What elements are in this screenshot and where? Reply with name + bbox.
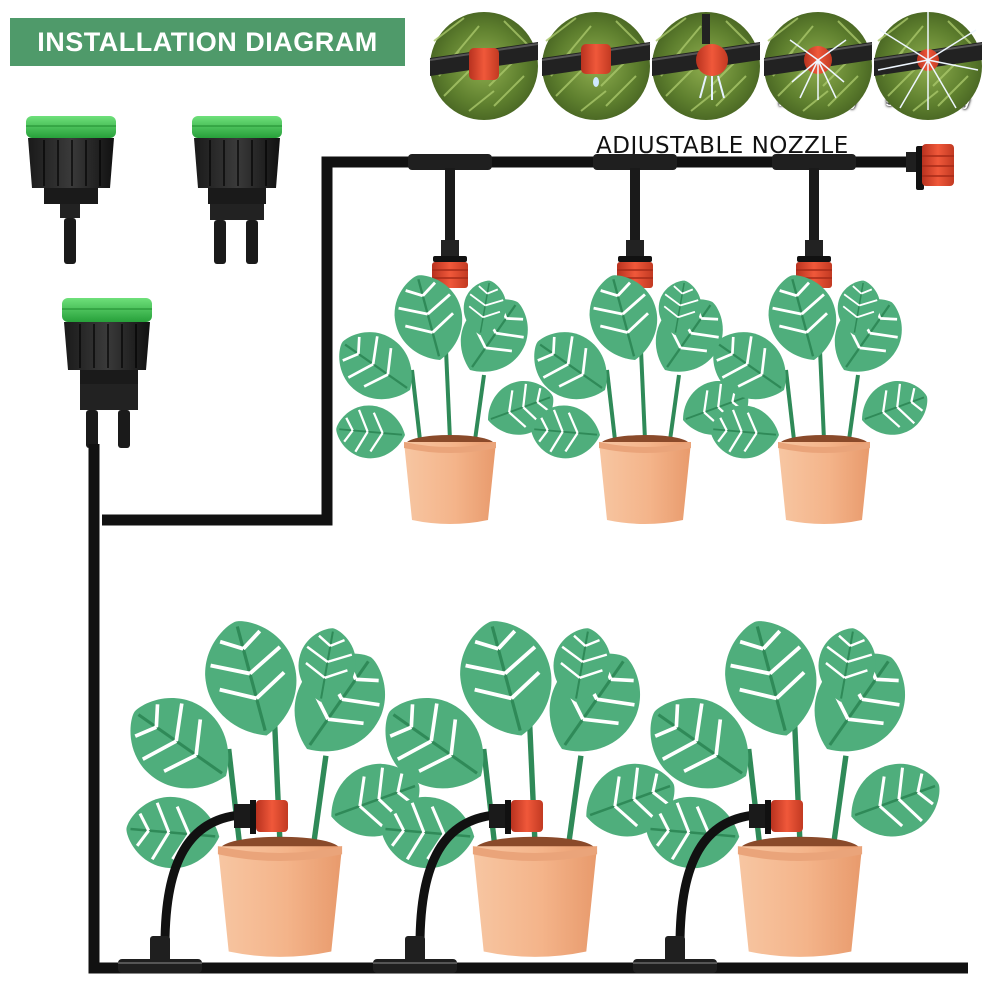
hanging-nozzle-2 — [616, 167, 654, 289]
faucet-connector-main — [62, 298, 152, 448]
plant-top-2 — [519, 267, 757, 524]
faucet-connector-double — [192, 116, 282, 264]
nozzle-mode-photo-drop — [541, 11, 651, 121]
top-line-tees — [408, 154, 856, 170]
faucet-connector-single — [26, 116, 116, 264]
end-nozzle — [906, 144, 954, 190]
plant-bottom-1 — [110, 610, 431, 957]
nozzle-mode-photo-running — [651, 11, 761, 121]
nozzle-mode-photo-stop — [429, 11, 539, 121]
bottom-nozzles — [234, 800, 803, 834]
nozzle-mode-photo-strong-spray — [873, 11, 983, 121]
hanging-nozzle-3 — [795, 167, 833, 289]
title-banner: INSTALLATION DIAGRAM — [10, 18, 405, 66]
bottom-feed-tubes — [160, 810, 756, 946]
plant-top-1 — [324, 267, 562, 524]
hanging-nozzle-1 — [431, 167, 469, 289]
nozzle-mode-photo-micro-spray — [763, 11, 873, 121]
